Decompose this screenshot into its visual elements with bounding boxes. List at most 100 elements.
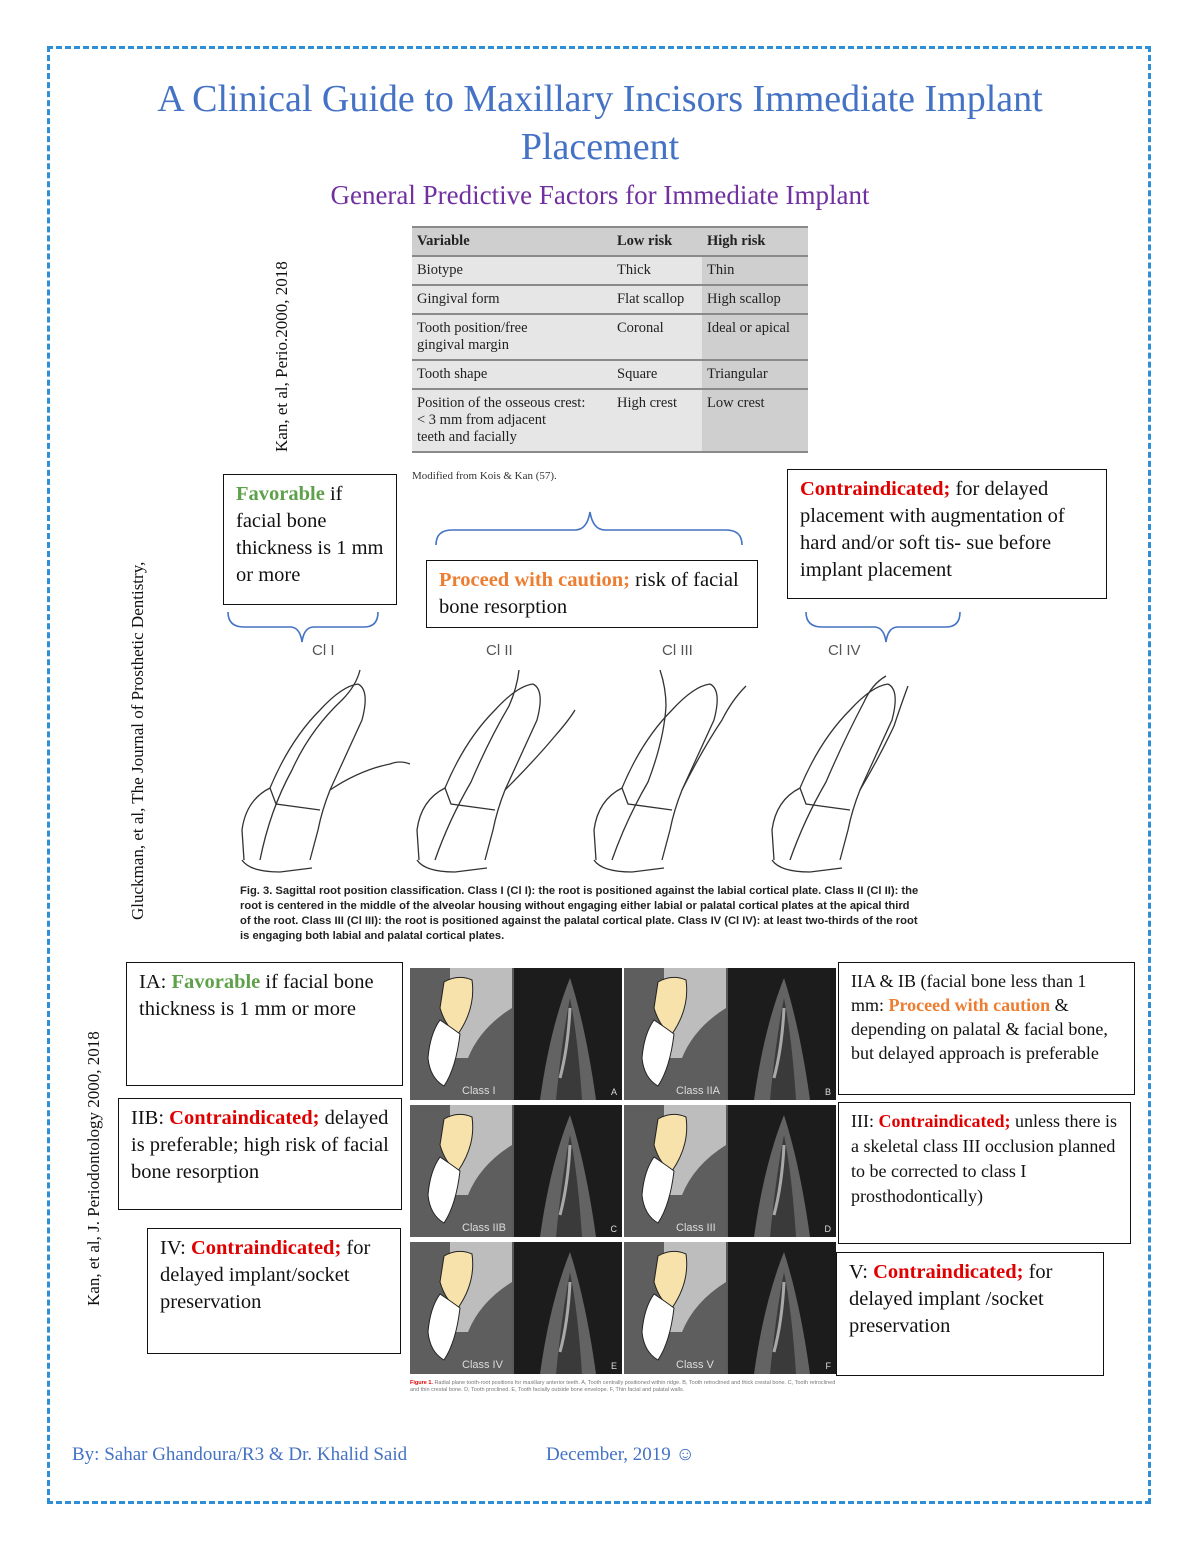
class-2-3-note-text: risk of facial bone resorption — [439, 569, 739, 618]
panel-class-label: Class IIA — [676, 1085, 721, 1097]
note-class-iii-prefix: III: — [851, 1111, 879, 1131]
table-cell: Tooth shape — [412, 360, 612, 390]
class-1-note-box: Favorable if facial bone thickness is 1 … — [223, 474, 397, 605]
panel-letter: F — [825, 1361, 832, 1371]
note-class-v: V: Contraindicated; for delayed implant … — [836, 1252, 1104, 1376]
note-class-iv-text: for delayed implant/socket preservation — [160, 1237, 371, 1313]
contraindicated-label: Contraindicated; — [878, 1111, 1011, 1131]
table-cell: Low crest — [702, 389, 808, 453]
table-cell: High scallop — [702, 285, 808, 315]
panel-class-label: Class III — [676, 1222, 716, 1234]
note-class-iv: IV: Contraindicated; for delayed implant… — [147, 1228, 401, 1354]
footer-authors: By: Sahar Ghandoura/R3 & Dr. Khalid Said — [72, 1444, 408, 1465]
footer-date: December, 2019 ☺ — [546, 1444, 695, 1465]
citation-kan-jperio: Kan, et al, J. Periodontology 2000, 2018 — [84, 1031, 103, 1306]
table-cell: Gingival form — [412, 285, 612, 315]
tooth-diagram-class-1 — [241, 669, 411, 873]
panel-letter: E — [610, 1361, 617, 1371]
note-class-iii: III: Contraindicated; unless there is a … — [838, 1102, 1131, 1244]
class-label-4: Cl IV — [828, 642, 861, 659]
table-cell: Position of the osseous crest: < 3 mm fr… — [412, 389, 612, 453]
figure-1-panel: Class IIA B — [624, 968, 836, 1100]
contraindicated-label: Contraindicated; — [800, 478, 951, 500]
class-4-note-text: for delayed placement with augmentation … — [800, 478, 1065, 581]
note-class-v-text: for delayed implant /socket preservation — [849, 1261, 1053, 1337]
figure-1-panel: Class IIB C — [410, 1105, 622, 1237]
note-class-iii-text: unless there is a skeletal class III occ… — [851, 1111, 1117, 1206]
figure-1-panel: Class III D — [624, 1105, 836, 1237]
panel-class-label: Class V — [676, 1359, 714, 1371]
contraindicated-label: Contraindicated; — [190, 1237, 342, 1259]
page-subtitle: General Predictive Factors for Immediate… — [330, 180, 870, 210]
table-header-cell: Variable — [412, 226, 612, 257]
panel-letter: B — [824, 1087, 831, 1097]
note-class-iia-text: & depending on palatal & facial bone, bu… — [851, 995, 1108, 1063]
table-cell: Ideal or apical — [702, 314, 808, 361]
panel-class-label: Class IIB — [462, 1222, 507, 1234]
note-class-ia-text: if facial bone thickness is 1 mm or more — [139, 971, 374, 1020]
tooth-diagram-class-2 — [416, 669, 576, 873]
table-header-cell: High risk — [702, 226, 808, 257]
panel-letter: C — [610, 1224, 618, 1234]
note-class-iv-prefix: IV: — [160, 1237, 191, 1259]
figure-1-caption: Figure 1. Radial plane tooth-root positi… — [410, 1380, 840, 1394]
tooth-diagram-class-4 — [771, 675, 909, 873]
note-class-v-prefix: V: — [849, 1261, 874, 1283]
note-class-ia: IA: Favorable if facial bone thickness i… — [126, 962, 403, 1086]
table-cell: Flat scallop — [612, 285, 702, 315]
grouping-braces — [227, 511, 961, 643]
table-row: Position of the osseous crest: < 3 mm fr… — [412, 389, 808, 453]
figure-1-panel: Class V F — [624, 1242, 836, 1374]
note-class-iia-ib: IIA & IB (facial bone less than 1 mm: Pr… — [838, 962, 1135, 1095]
contraindicated-label: Contraindicated; — [169, 1107, 320, 1129]
table-cell: Thick — [612, 256, 702, 286]
table-source-note: Modified from Kois & Kan (57). — [412, 470, 557, 482]
note-class-iib-text: delayed is preferable; high risk of faci… — [131, 1107, 389, 1183]
table-header-cell: Low risk — [612, 226, 702, 257]
brace-class-1 — [227, 611, 379, 643]
class-label-3: Cl III — [662, 642, 693, 659]
class-label-2: Cl II — [486, 642, 513, 659]
note-class-iib-prefix: IIB: — [131, 1107, 170, 1129]
brace-class-2-3 — [435, 511, 743, 546]
table-cell: Coronal — [612, 314, 702, 361]
class-4-note-box: Contraindicated; for delayed placement w… — [787, 469, 1107, 599]
panel-class-label: Class I — [462, 1085, 496, 1097]
favorable-label: Favorable — [171, 971, 261, 993]
figure-1-panel: Class I A — [410, 968, 622, 1100]
caution-label: Proceed with caution — [888, 995, 1051, 1015]
tooth-diagram-class-3 — [593, 669, 747, 873]
table-cell: High crest — [612, 389, 702, 453]
table-cell: Thin — [702, 256, 808, 286]
panel-class-label: Class IV — [462, 1359, 503, 1371]
figure-1-panel: Class IV E — [410, 1242, 622, 1374]
page-title-line-1: A Clinical Guide to Maxillary Incisors I… — [157, 78, 1043, 120]
class-label-1: Cl I — [312, 642, 335, 659]
brace-class-4 — [805, 611, 961, 643]
page-border — [47, 46, 1151, 1504]
table-cell: Biotype — [412, 256, 612, 286]
figure-3-caption: Fig. 3. Sagittal root position classific… — [240, 885, 919, 942]
note-class-iib: IIB: Contraindicated; delayed is prefera… — [118, 1098, 402, 1210]
class-2-3-note-box: Proceed with caution; risk of facial bon… — [426, 560, 758, 628]
note-class-ia-prefix: IA: — [139, 971, 172, 993]
table-cell: Tooth position/free gingival margin — [412, 314, 612, 361]
panel-letter: A — [610, 1087, 617, 1097]
note-class-iia-prefix: IIA & IB (facial bone less than 1 mm: — [851, 971, 1087, 1015]
table-cell: Triangular — [702, 360, 808, 390]
class-1-note-text: if facial bone thickness is 1 mm or more — [236, 483, 384, 586]
sagittal-root-diagrams — [241, 669, 909, 873]
table-header-row: Variable Low risk High risk — [412, 226, 808, 257]
figure-1-caption-text: Radial plane tooth-root positions for ma… — [410, 1380, 836, 1393]
figure-1-caption-head: Figure 1. — [410, 1380, 433, 1386]
table-cell: Square — [612, 360, 702, 390]
page-title-line-2: Placement — [520, 126, 680, 168]
panel-letter: D — [824, 1224, 832, 1234]
contraindicated-label: Contraindicated; — [873, 1261, 1024, 1283]
